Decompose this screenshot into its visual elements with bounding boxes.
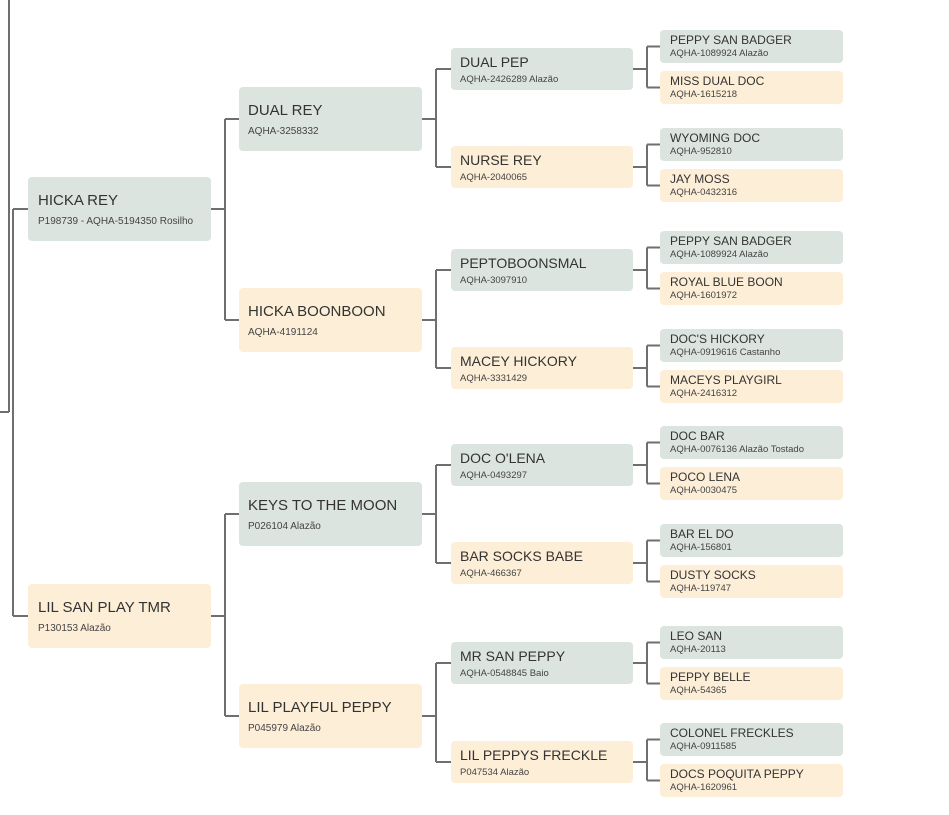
horse-name: MACEY HICKORY (460, 352, 577, 369)
horse-registration: AQHA-2426289 Alazão (460, 73, 559, 85)
horse-name: JAY MOSS (670, 172, 730, 186)
horse-box-sire-sire-dam-sire[interactable]: WYOMING DOC AQHA-952810 (660, 128, 843, 161)
horse-box-sire-sire-sire-sire[interactable]: PEPPY SAN BADGER AQHA-1089924 Alazão (660, 30, 843, 63)
horse-box-sire-sire-dam-dam[interactable]: JAY MOSS AQHA-0432316 (660, 169, 843, 202)
horse-registration: P047534 Alazão (460, 766, 530, 778)
horse-registration: AQHA-3097910 (460, 274, 528, 286)
horse-registration: AQHA-20113 (670, 644, 726, 655)
horse-box-dam-dam[interactable]: LIL PLAYFUL PEPPY P045979 Alazão (239, 684, 422, 748)
horse-box-dam-sire-dam-dam[interactable]: DUSTY SOCKS AQHA-119747 (660, 565, 843, 598)
horse-name: DUAL PEP (460, 53, 529, 70)
horse-name: LIL PLAYFUL PEPPY (248, 698, 392, 716)
horse-registration: AQHA-0548845 Baio (460, 667, 549, 679)
horse-box-dam-dam-dam-dam[interactable]: DOCS POQUITA PEPPY AQHA-1620961 (660, 764, 843, 797)
horse-name: PEPTOBOONSMAL (460, 254, 587, 271)
horse-box-dam-dam-sire-dam[interactable]: PEPPY BELLE AQHA-54365 (660, 667, 843, 700)
horse-box-sire-dam-sire[interactable]: PEPTOBOONSMAL AQHA-3097910 (451, 249, 633, 291)
horse-name: HICKA BOONBOON (248, 302, 386, 320)
horse-name: LIL PEPPYS FRECKLE (460, 746, 608, 763)
horse-box-dam-sire-dam[interactable]: BAR SOCKS BABE AQHA-466367 (451, 542, 633, 584)
horse-registration: AQHA-0493297 (460, 469, 528, 481)
horse-registration: AQHA-3258332 (248, 125, 319, 137)
horse-registration: P198739 - AQHA-5194350 Rosilho (38, 215, 194, 227)
horse-name: MISS DUAL DOC (670, 74, 765, 88)
horse-registration: AQHA-119747 (670, 583, 732, 594)
horse-box-dam-dam-dam[interactable]: LIL PEPPYS FRECKLE P047534 Alazão (451, 741, 633, 783)
horse-registration: P026104 Alazão (248, 520, 321, 532)
horse-name: BAR EL DO (670, 527, 734, 541)
horse-name: DOC BAR (670, 429, 725, 443)
horse-registration: AQHA-466367 (460, 567, 522, 579)
horse-box-sire-dam[interactable]: HICKA BOONBOON AQHA-4191124 (239, 288, 422, 352)
horse-name: PEPPY SAN BADGER (670, 33, 792, 47)
horse-registration: AQHA-1601972 (670, 290, 738, 301)
horse-name: COLONEL FRECKLES (670, 726, 794, 740)
horse-registration: AQHA-2040065 (460, 171, 528, 183)
horse-box-sire-dam-sire-sire[interactable]: PEPPY SAN BADGER AQHA-1089924 Alazão (660, 231, 843, 264)
horse-registration: AQHA-1615218 (670, 89, 738, 100)
horse-box-sire-sire-sire[interactable]: DUAL PEP AQHA-2426289 Alazão (451, 48, 633, 90)
horse-name: LEO SAN (670, 629, 723, 643)
horse-registration: AQHA-0911585 (670, 741, 737, 752)
horse-box-dam-dam-dam-sire[interactable]: COLONEL FRECKLES AQHA-0911585 (660, 723, 843, 756)
horse-box-dam-sire-sire-sire[interactable]: DOC BAR AQHA-0076136 Alazão Tostado (660, 426, 843, 459)
horse-registration: P130153 Alazão (38, 622, 111, 634)
horse-box-sire-sire[interactable]: DUAL REY AQHA-3258332 (239, 87, 422, 151)
horse-name: DOC'S HICKORY (670, 332, 765, 346)
horse-box-sire[interactable]: HICKA REY P198739 - AQHA-5194350 Rosilho (28, 177, 211, 241)
horse-box-sire-dam-dam-dam[interactable]: MACEYS PLAYGIRL AQHA-2416312 (660, 370, 843, 403)
horse-name: LIL SAN PLAY TMR (38, 598, 171, 616)
horse-registration: AQHA-952810 (670, 146, 732, 157)
horse-registration: AQHA-0432316 (670, 187, 738, 198)
horse-name: DUSTY SOCKS (670, 568, 756, 582)
horse-name: NURSE REY (460, 151, 542, 168)
horse-registration: AQHA-2416312 (670, 388, 738, 399)
horse-registration: AQHA-4191124 (248, 326, 318, 338)
horse-name: DUAL REY (248, 101, 323, 119)
horse-name: ROYAL BLUE BOON (670, 275, 783, 289)
horse-name: MR SAN PEPPY (460, 647, 566, 664)
horse-registration: P045979 Alazão (248, 722, 321, 734)
horse-registration: AQHA-0076136 Alazão Tostado (670, 444, 804, 455)
horse-box-dam-dam-sire-sire[interactable]: LEO SAN AQHA-20113 (660, 626, 843, 659)
horse-name: PEPPY BELLE (670, 670, 751, 684)
horse-registration: AQHA-1089924 Alazão (670, 48, 769, 59)
horse-name: DOCS POQUITA PEPPY (670, 767, 804, 781)
horse-box-dam-dam-sire[interactable]: MR SAN PEPPY AQHA-0548845 Baio (451, 642, 633, 684)
horse-registration: AQHA-0030475 (670, 485, 738, 496)
horse-registration: AQHA-156801 (670, 542, 732, 553)
horse-box-sire-sire-sire-dam[interactable]: MISS DUAL DOC AQHA-1615218 (660, 71, 843, 104)
horse-name: POCO LENA (670, 470, 741, 484)
horse-box-sire-dam-sire-dam[interactable]: ROYAL BLUE BOON AQHA-1601972 (660, 272, 843, 305)
horse-registration: AQHA-1620961 (670, 782, 738, 793)
horse-box-sire-dam-dam[interactable]: MACEY HICKORY AQHA-3331429 (451, 347, 633, 389)
horse-registration: AQHA-54365 (670, 685, 727, 696)
horse-box-dam-sire[interactable]: KEYS TO THE MOON P026104 Alazão (239, 482, 422, 546)
horse-name: HICKA REY (38, 191, 119, 209)
horse-name: WYOMING DOC (670, 131, 760, 145)
horse-name: MACEYS PLAYGIRL (670, 373, 782, 387)
horse-registration: AQHA-1089924 Alazão (670, 249, 769, 260)
horse-name: DOC O'LENA (460, 449, 546, 466)
horse-registration: AQHA-3331429 (460, 372, 528, 384)
horse-box-dam-sire-sire-dam[interactable]: POCO LENA AQHA-0030475 (660, 467, 843, 500)
horse-name: PEPPY SAN BADGER (670, 234, 792, 248)
horse-name: BAR SOCKS BABE (460, 547, 583, 564)
horse-box-dam-sire-sire[interactable]: DOC O'LENA AQHA-0493297 (451, 444, 633, 486)
horse-box-sire-dam-dam-sire[interactable]: DOC'S HICKORY AQHA-0919616 Castanho (660, 329, 843, 362)
horse-box-dam-sire-dam-sire[interactable]: BAR EL DO AQHA-156801 (660, 524, 843, 557)
horse-name: KEYS TO THE MOON (248, 496, 398, 514)
horse-box-dam[interactable]: LIL SAN PLAY TMR P130153 Alazão (28, 584, 211, 648)
horse-box-sire-sire-dam[interactable]: NURSE REY AQHA-2040065 (451, 146, 633, 188)
horse-registration: AQHA-0919616 Castanho (670, 347, 781, 358)
